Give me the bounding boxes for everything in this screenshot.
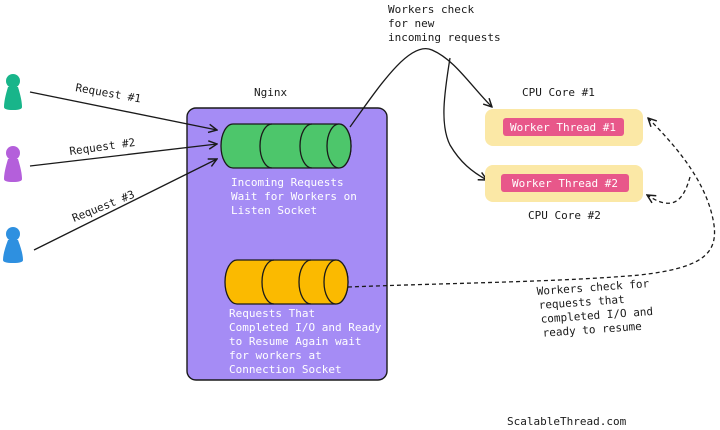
user-1-icon xyxy=(4,74,22,110)
worker-thread-2-label: Worker Thread #2 xyxy=(512,177,618,190)
new-requests-annotation: Workers check for new incoming requests xyxy=(388,3,501,44)
cpu-core-2-label: CPU Core #2 xyxy=(528,209,601,222)
request-3-label: Request #3 xyxy=(70,188,136,225)
resume-requests-annotation: Workers check for requests that complete… xyxy=(536,277,661,340)
user-2-icon xyxy=(4,146,22,182)
nginx-title: Nginx xyxy=(254,86,287,99)
request-3-arrow xyxy=(33,159,217,251)
cpu-core-1-label: CPU Core #1 xyxy=(522,86,595,99)
connection-queue-caption: Requests That Completed I/O and Ready to… xyxy=(229,307,388,376)
worker-thread-1-label: Worker Thread #1 xyxy=(510,121,616,134)
listen-queue-caption: Incoming Requests Wait for Workers on Li… xyxy=(231,176,363,217)
nginx-box xyxy=(186,107,388,381)
worker-thread-1 xyxy=(503,118,624,136)
worker-thread-2 xyxy=(501,174,629,192)
resume-check-arrow-2 xyxy=(647,176,691,204)
listen-socket-queue xyxy=(220,123,352,169)
worker-2-poll-arrow xyxy=(443,57,487,180)
request-1-label: Request #1 xyxy=(74,81,141,105)
request-1-arrow xyxy=(29,91,217,130)
worker-1-poll-arrow xyxy=(349,47,492,128)
watermark: ScalableThread.com xyxy=(507,415,627,428)
request-2-arrow xyxy=(29,144,217,167)
user-3-icon xyxy=(3,227,23,263)
connection-socket-queue xyxy=(224,259,349,305)
